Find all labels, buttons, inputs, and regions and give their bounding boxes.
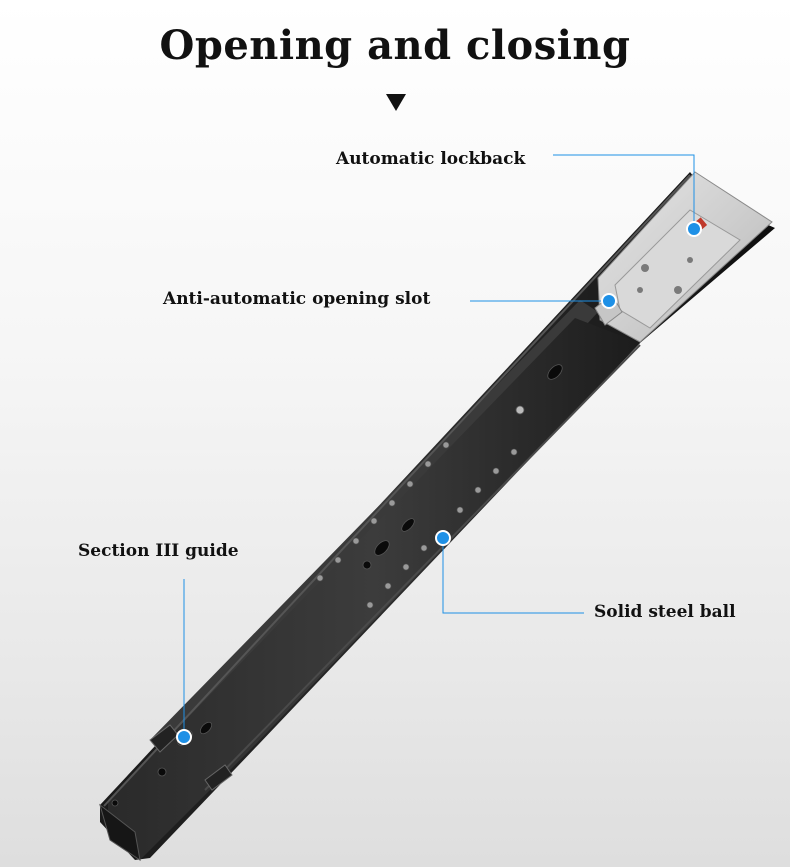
callout-label-slot: Anti-automatic opening slot (163, 289, 431, 309)
callout-lines (183, 154, 695, 737)
rail-edge-highlight (103, 174, 691, 807)
callout-dots (176, 221, 702, 745)
callout-line-ball (442, 538, 584, 614)
page-title: Opening and closing (159, 22, 631, 69)
ball-bearing-row (316, 441, 518, 609)
callout-label-guide: Section III guide (78, 541, 239, 561)
inner-rail (108, 318, 640, 860)
callout-label-lockback: Automatic lockback (336, 149, 526, 169)
callout-dot-ball (435, 530, 451, 546)
callout-label-ball: Solid steel ball (594, 602, 736, 622)
front-stop-tab (204, 764, 233, 791)
rail-lower-highlight (204, 344, 641, 791)
callout-dot-guide (176, 729, 192, 745)
down-triangle-icon (386, 94, 406, 111)
front-end-cap (99, 803, 141, 862)
callout-dot-slot (601, 293, 617, 309)
callout-line-lockback (553, 154, 695, 229)
lockback-inner-plate (614, 209, 741, 329)
callout-dot-lockback (686, 221, 702, 237)
lockback-holes (637, 257, 693, 294)
